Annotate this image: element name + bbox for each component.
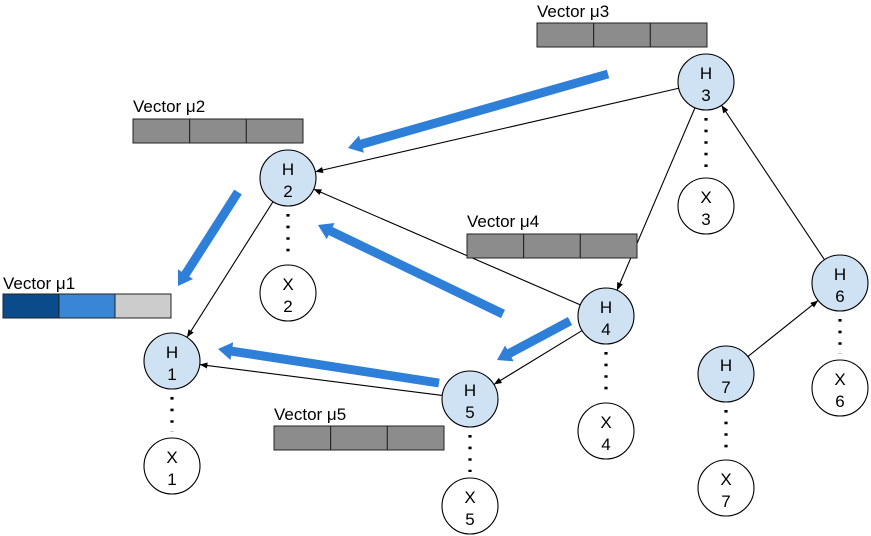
hidden-node-circle bbox=[259, 149, 317, 207]
vector-cell bbox=[593, 22, 651, 48]
edge-h6-to-h3 bbox=[721, 104, 825, 261]
node-letter: H bbox=[700, 64, 712, 83]
message-arrow-h2-to-h1 bbox=[177, 189, 242, 286]
node-letter: X bbox=[600, 413, 611, 432]
node-index: 2 bbox=[283, 182, 292, 201]
node-letter: H bbox=[464, 381, 476, 400]
edge-h7-to-h6 bbox=[747, 300, 819, 357]
node-index: 5 bbox=[465, 403, 474, 422]
message-arrow-h4-to-h5 bbox=[497, 317, 573, 362]
hidden-node-circle bbox=[677, 53, 735, 111]
vector-cell bbox=[579, 233, 638, 259]
message-arrow-h4-to-h2 bbox=[318, 223, 505, 319]
edge-h3-to-h2 bbox=[315, 87, 679, 174]
node-letter: X bbox=[282, 275, 293, 294]
node-index: 7 bbox=[721, 492, 730, 511]
vector-cell bbox=[132, 118, 191, 144]
vectors-layer: Vector μ1 Vector μ2 Vector μ3 Vector μ4 Vect… bbox=[2, 2, 708, 451]
node-letter: X bbox=[720, 470, 731, 489]
messages-layer bbox=[177, 69, 610, 388]
node-index: 4 bbox=[601, 320, 610, 339]
observed-node-x2: X2 bbox=[259, 264, 317, 322]
vector-label: Vector μ2 bbox=[133, 97, 205, 116]
vector-cell bbox=[536, 22, 595, 48]
hidden-node-h4: H4 bbox=[577, 287, 635, 345]
node-index: 1 bbox=[167, 365, 176, 384]
edge-h4-to-h5 bbox=[493, 330, 583, 385]
vector-label: Vector μ3 bbox=[537, 2, 609, 21]
vector-cell bbox=[2, 293, 60, 319]
vector-cell bbox=[523, 233, 581, 259]
edge-h3-to-h4 bbox=[616, 107, 696, 291]
observed-node-x5: X5 bbox=[441, 477, 499, 535]
node-letter: H bbox=[282, 160, 294, 179]
node-letter: X bbox=[464, 488, 475, 507]
vector-label: Vector μ4 bbox=[467, 212, 539, 231]
node-letter: H bbox=[600, 298, 612, 317]
vector-cell bbox=[114, 293, 172, 319]
hidden-node-circle bbox=[577, 287, 635, 345]
observed-node-x4: X4 bbox=[577, 402, 635, 460]
vector-cell bbox=[330, 425, 388, 451]
hidden-node-circle bbox=[143, 332, 201, 390]
vector-cell bbox=[58, 293, 116, 319]
observed-node-circle bbox=[441, 477, 499, 535]
hidden-node-circle bbox=[697, 345, 755, 403]
message-arrow-h5-to-h1 bbox=[218, 342, 440, 388]
observed-node-circle bbox=[259, 264, 317, 322]
node-letter: X bbox=[166, 448, 177, 467]
hidden-node-h3: H3 bbox=[677, 53, 735, 111]
observed-node-x6: X6 bbox=[811, 359, 869, 417]
node-index: 2 bbox=[283, 297, 292, 316]
vector-mu4: Vector μ4 bbox=[466, 212, 638, 259]
vector-cell bbox=[245, 118, 304, 144]
vector-cell bbox=[189, 118, 247, 144]
node-letter: H bbox=[834, 265, 846, 284]
edge-h4-to-h2 bbox=[313, 188, 581, 306]
edge-h5-to-h1 bbox=[199, 362, 443, 397]
node-letter: H bbox=[720, 356, 732, 375]
vector-cell bbox=[273, 425, 332, 451]
hidden-node-h6: H6 bbox=[811, 254, 869, 312]
vector-mu3: Vector μ3 bbox=[536, 2, 708, 48]
message-arrow-h3-to-h2 bbox=[348, 69, 610, 153]
node-letter: X bbox=[700, 188, 711, 207]
vector-mu2: Vector μ2 bbox=[132, 97, 304, 144]
hidden-node-h1: H1 bbox=[143, 332, 201, 390]
node-letter: X bbox=[834, 370, 845, 389]
vector-label: Vector μ1 bbox=[3, 274, 75, 293]
observed-node-circle bbox=[577, 402, 635, 460]
observed-node-x7: X7 bbox=[697, 459, 755, 517]
node-index: 3 bbox=[701, 210, 710, 229]
vector-cell bbox=[649, 22, 708, 48]
node-index: 4 bbox=[601, 435, 610, 454]
node-index: 7 bbox=[721, 378, 730, 397]
vector-mu1: Vector μ1 bbox=[2, 274, 172, 319]
node-index: 3 bbox=[701, 86, 710, 105]
hidden-node-circle bbox=[441, 370, 499, 428]
observed-node-circle bbox=[697, 459, 755, 517]
hidden-node-h2: H2 bbox=[259, 149, 317, 207]
observed-node-circle bbox=[677, 177, 735, 235]
observed-node-x1: X1 bbox=[143, 437, 201, 495]
node-index: 5 bbox=[465, 510, 474, 529]
node-letter: H bbox=[166, 343, 178, 362]
vector-mu5: Vector μ5 bbox=[273, 405, 445, 451]
vector-cell bbox=[386, 425, 445, 451]
edge-h2-to-h1 bbox=[186, 201, 274, 338]
vector-label: Vector μ5 bbox=[274, 405, 346, 424]
node-index: 6 bbox=[835, 392, 844, 411]
node-index: 6 bbox=[835, 287, 844, 306]
node-index: 1 bbox=[167, 470, 176, 489]
hidden-node-h7: H7 bbox=[697, 345, 755, 403]
edges-layer bbox=[170, 87, 842, 472]
hidden-node-h5: H5 bbox=[441, 370, 499, 428]
observed-node-circle bbox=[811, 359, 869, 417]
hidden-node-circle bbox=[811, 254, 869, 312]
vector-cell bbox=[466, 233, 525, 259]
observed-node-circle bbox=[143, 437, 201, 495]
observed-node-x3: X3 bbox=[677, 177, 735, 235]
